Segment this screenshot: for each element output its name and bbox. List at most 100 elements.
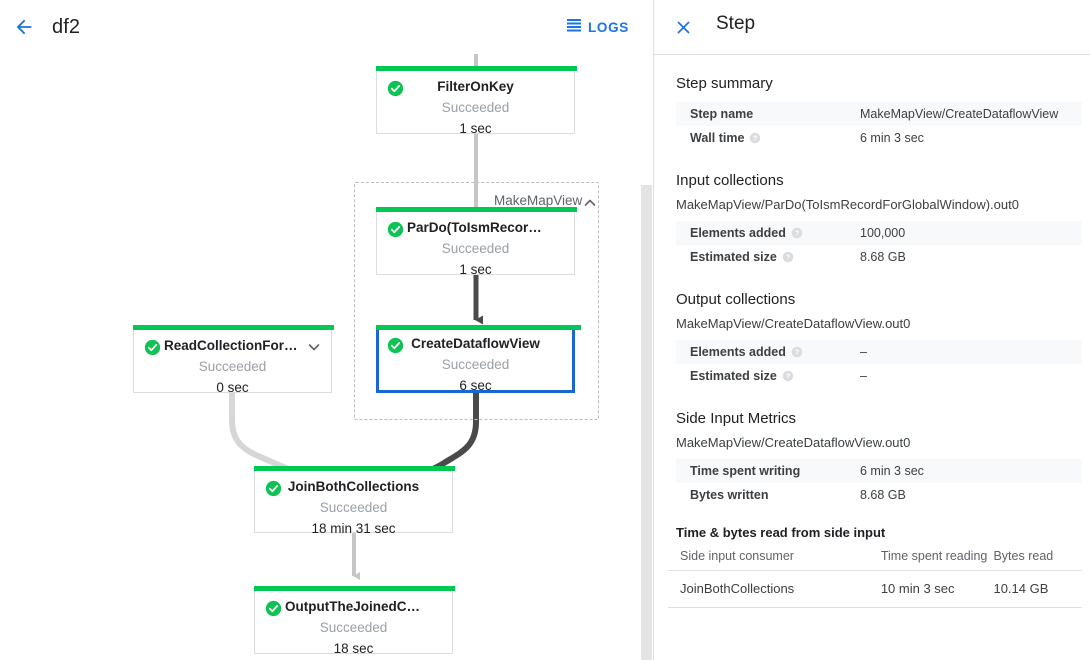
cell-time-spent-reading: 10 min 3 sec <box>880 570 994 608</box>
graph-node-create-dataflow-view[interactable]: CreateDataflowView Succeeded 6 sec <box>376 325 581 393</box>
table-row: Elements added? – <box>676 340 1082 364</box>
input-collections-table: Elements added? 100,000 Estimated size? … <box>676 221 1082 269</box>
row-key: Time spent writing <box>690 464 801 478</box>
pipeline-graph-canvas[interactable]: MakeMapView FilterOnKey Succeeded 1 sec <box>0 54 653 660</box>
graph-node-output-the-joined-collection[interactable]: OutputTheJoinedCollec… Succeeded 18 sec <box>254 586 455 656</box>
node-duration: 18 sec <box>333 641 374 656</box>
row-key-label: Elements added <box>690 345 786 359</box>
group-label: MakeMapView <box>494 193 583 208</box>
canvas-scrollbar-track[interactable] <box>640 54 653 660</box>
step-summary-table-wrap: Step name MakeMapView/CreateDataflowView… <box>654 92 1090 150</box>
node-title: ParDo(ToIsmRecordFor… <box>407 220 572 235</box>
side-input-metrics-section: Side Input Metrics MakeMapView/CreateDat… <box>654 388 1090 450</box>
table-row[interactable]: JoinBothCollections 10 min 3 sec 10.14 G… <box>668 570 1082 608</box>
node-title: CreateDataflowView <box>411 336 540 351</box>
node-duration: 0 sec <box>216 380 249 395</box>
table-row: Estimated size? – <box>676 364 1082 388</box>
row-key-label: Wall time <box>690 131 745 145</box>
step-details-pane: Step Step summary Step name MakeMapView/… <box>654 0 1090 660</box>
help-icon[interactable]: ? <box>749 132 761 144</box>
table-row: Elements added? 100,000 <box>676 221 1082 245</box>
node-status-bar <box>376 66 577 71</box>
close-icon[interactable] <box>667 11 699 43</box>
svg-text:?: ? <box>795 348 800 357</box>
node-status-bar <box>376 207 577 212</box>
node-status: Succeeded <box>441 241 510 256</box>
svg-text:?: ? <box>753 134 758 143</box>
status-success-icon <box>387 221 404 238</box>
node-status: Succeeded <box>319 500 388 515</box>
node-status-bar <box>376 325 581 330</box>
graph-node-pardo-toismrecordfor[interactable]: ParDo(ToIsmRecordFor… Succeeded 1 sec <box>376 207 577 277</box>
help-icon[interactable]: ? <box>791 346 803 358</box>
side-input-read-table-title-wrap: Time & bytes read from side input <box>654 507 1090 540</box>
svg-text:?: ? <box>795 229 800 238</box>
graph-node-filter-on-key[interactable]: FilterOnKey Succeeded 1 sec <box>376 66 577 136</box>
step-panel-body[interactable]: Step summary Step name MakeMapView/Creat… <box>654 55 1090 660</box>
help-icon[interactable]: ? <box>782 251 794 263</box>
row-key-label: Estimated size <box>690 369 777 383</box>
help-icon[interactable]: ? <box>782 370 794 382</box>
row-key-label: Elements added <box>690 226 786 240</box>
output-collections-table: Elements added? – Estimated size? – <box>676 340 1082 388</box>
row-key: Estimated size? <box>676 364 860 388</box>
logs-list-icon <box>566 17 582 38</box>
arrow-left-icon[interactable] <box>8 11 40 43</box>
node-status: Succeeded <box>198 359 267 374</box>
chevron-down-icon[interactable] <box>307 340 323 356</box>
side-input-metrics-table: Time spent writing 6 min 3 sec Bytes wri… <box>676 459 1082 507</box>
row-value: 6 min 3 sec <box>860 131 924 145</box>
row-value: 8.68 GB <box>860 250 906 264</box>
page-title: df2 <box>52 16 81 38</box>
node-status: Succeeded <box>441 100 510 115</box>
node-duration: 1 sec <box>459 262 492 277</box>
table-header-row: Side input consumer Time spent reading B… <box>668 549 1082 571</box>
side-input-metrics-table-wrap: Time spent writing 6 min 3 sec Bytes wri… <box>654 450 1090 507</box>
table-row: Time spent writing 6 min 3 sec <box>676 459 1082 483</box>
graph-node-join-both-collections[interactable]: JoinBothCollections Succeeded 18 min 31 … <box>254 466 455 536</box>
column-header-bytes-read: Bytes read <box>993 549 1082 571</box>
row-value: 100,000 <box>860 226 906 240</box>
logs-button[interactable]: LOGS <box>566 14 629 40</box>
section-heading-side-input-metrics: Side Input Metrics <box>676 410 797 427</box>
canvas-scrollbar-thumb[interactable] <box>641 185 652 660</box>
graph-node-read-collection-for-join[interactable]: ReadCollectionForJoin Succeeded 0 sec <box>133 325 334 395</box>
input-collection-name: MakeMapView/ParDo(ToIsmRecordForGlobalWi… <box>676 197 1019 212</box>
output-collections-section: Output collections MakeMapView/CreateDat… <box>654 269 1090 331</box>
table-row: Step name MakeMapView/CreateDataflowView <box>676 102 1082 126</box>
row-value: – <box>860 369 867 383</box>
status-success-icon <box>144 339 161 356</box>
status-success-icon <box>387 337 404 354</box>
step-panel-header: Step <box>654 0 1090 55</box>
status-success-icon <box>265 600 282 617</box>
cell-bytes-read: 10.14 GB <box>993 570 1082 608</box>
chevron-up-icon[interactable] <box>583 196 597 210</box>
status-success-icon <box>387 80 404 97</box>
svg-text:?: ? <box>786 372 791 381</box>
input-collections-table-wrap: Elements added? 100,000 Estimated size? … <box>654 212 1090 269</box>
help-icon[interactable]: ? <box>791 227 803 239</box>
node-title: JoinBothCollections <box>287 479 420 494</box>
node-status: Succeeded <box>319 620 388 635</box>
table-row: Bytes written 8.68 GB <box>676 483 1082 507</box>
row-key: Wall time? <box>676 126 860 150</box>
section-heading-step-summary: Step summary <box>676 75 773 92</box>
row-value: – <box>860 345 867 359</box>
group-container-makemapview[interactable] <box>354 182 599 420</box>
step-summary-section: Step summary <box>654 55 1090 92</box>
row-key-label: Estimated size <box>690 250 777 264</box>
node-duration: 18 min 31 sec <box>311 521 396 536</box>
row-value: 8.68 GB <box>860 488 906 502</box>
row-value: MakeMapView/CreateDataflowView <box>860 107 1059 121</box>
cell-side-input-consumer: JoinBothCollections <box>668 570 881 608</box>
node-title: OutputTheJoinedCollec… <box>285 599 451 614</box>
column-header-time-spent-reading: Time spent reading <box>880 549 994 571</box>
step-summary-table: Step name MakeMapView/CreateDataflowView… <box>676 102 1082 150</box>
table-row: Estimated size? 8.68 GB <box>676 245 1082 269</box>
status-success-icon <box>265 480 282 497</box>
logs-label: LOGS <box>587 19 629 35</box>
row-value: 6 min 3 sec <box>860 464 924 478</box>
section-heading-input-collections: Input collections <box>676 172 784 189</box>
node-duration: 6 sec <box>459 378 492 393</box>
